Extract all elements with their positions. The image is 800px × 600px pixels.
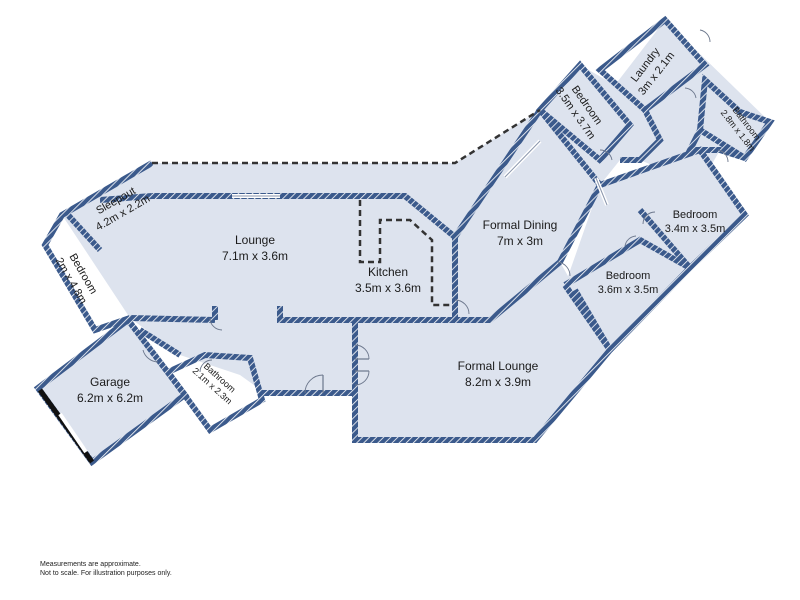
windows (58, 139, 609, 454)
room-size: 7m x 3m (497, 234, 543, 248)
room-label-garage: Garage 6.2m x 6.2m (77, 375, 143, 405)
room-size: 3.5m x 3.6m (355, 281, 421, 295)
room-name: Bedroom (606, 270, 651, 282)
room-size: 6.2m x 6.2m (77, 391, 143, 405)
room-name: Kitchen (368, 265, 408, 279)
room-name: Lounge (235, 233, 275, 247)
floor-fills (38, 20, 770, 462)
dashed-lines (152, 108, 541, 307)
room-label-formal-dining: Formal Dining 7m x 3m (483, 218, 558, 248)
disclaimer: Measurements are approximate. Not to sca… (40, 560, 172, 578)
room-size: 3.4m x 3.5m (665, 223, 726, 235)
room-name: Formal Dining (483, 218, 558, 232)
room-size: 3.6m x 3.5m (598, 284, 659, 296)
room-label-bedroom-east1: Bedroom 3.4m x 3.5m (665, 209, 726, 235)
room-name: Garage (90, 375, 130, 389)
room-size: 7.1m x 3.6m (222, 249, 288, 263)
disclaimer-line: Measurements are approximate. (40, 561, 141, 568)
room-label-kitchen: Kitchen 3.5m x 3.6m (355, 265, 421, 295)
room-name: Bedroom (673, 209, 718, 221)
disclaimer-line: Not to scale. For illustration purposes … (40, 570, 172, 577)
room-name: Formal Lounge (458, 359, 539, 373)
room-label-bedroom-east2: Bedroom 3.6m x 3.5m (598, 270, 659, 296)
room-label-lounge: Lounge 7.1m x 3.6m (222, 233, 288, 263)
room-label-formal-lounge: Formal Lounge 8.2m x 3.9m (458, 359, 539, 389)
doors (142, 29, 729, 394)
room-size: 8.2m x 3.9m (465, 375, 531, 389)
exterior-walls (33, 15, 775, 467)
